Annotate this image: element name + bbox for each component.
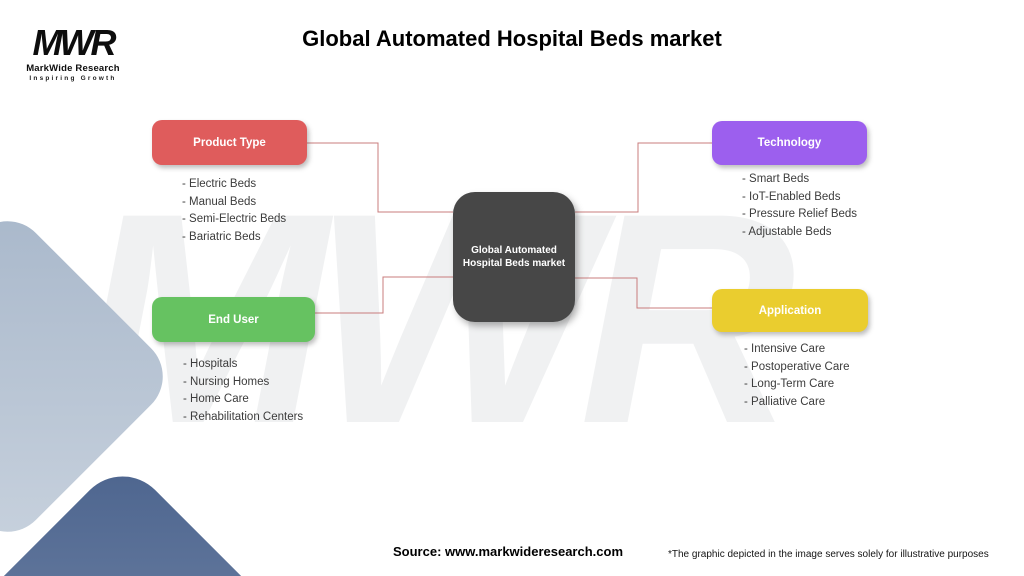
connector-end-user [315,276,453,314]
list-item: - Bariatric Beds [182,230,261,243]
source-text: Source: www.markwideresearch.com [393,544,624,559]
product-type-list: - Electric Beds - Manual Beds - Semi-Ele… [182,176,286,246]
list-item: - Smart Beds [742,173,810,185]
list-item: - Intensive Care [744,343,826,355]
connector-technology [575,142,713,213]
list-item: - Home Care [183,393,249,405]
disclaimer-text: *The graphic depicted in the image serve… [668,549,989,560]
list-item: - Electric Beds [182,178,257,190]
list-item: - Manual Beds [182,195,257,208]
technology-list: - Smart Beds - IoT-Enabled Beds - Pressu… [742,171,857,241]
center-node-label: Global Automated Hospital Beds market [462,245,566,269]
application-list: - Intensive Care - Postoperative Care - … [744,341,849,411]
list-item: - Nursing Homes [183,375,270,388]
list-item: - Hospitals [183,358,238,370]
list-item: - Postoperative Care [744,360,850,373]
logo-name: MarkWide Research [26,63,120,74]
connector-product-type [307,142,453,213]
list-item: - IoT-Enabled Beds [742,190,841,203]
logo: MWR MarkWide Research Inspiring Growth [18,22,128,83]
product-type-box: Product Type [152,120,307,165]
connector-application [575,277,712,309]
list-item: - Pressure Relief Beds [742,208,858,220]
logo-mark: MWR [32,22,117,63]
list-item: - Palliative Care [744,395,826,408]
end-user-box: End User [152,297,315,342]
end-user-list: - Hospitals - Nursing Homes - Home Care … [183,356,303,426]
list-item: - Adjustable Beds [742,225,832,238]
application-label: Application [758,304,822,317]
center-node: Global Automated Hospital Beds market [453,192,575,322]
list-item: - Semi-Electric Beds [182,213,287,225]
page-title: Global Automated Hospital Beds market [302,26,722,51]
list-item: - Long-Term Care [744,378,835,390]
technology-label: Technology [757,137,822,149]
list-item: - Rehabilitation Centers [183,410,304,423]
technology-box: Technology [712,121,867,165]
product-type-label: Product Type [193,136,266,149]
logo-tagline: Inspiring Growth [29,75,117,82]
end-user-label: End User [208,313,259,326]
application-box: Application [712,289,868,332]
